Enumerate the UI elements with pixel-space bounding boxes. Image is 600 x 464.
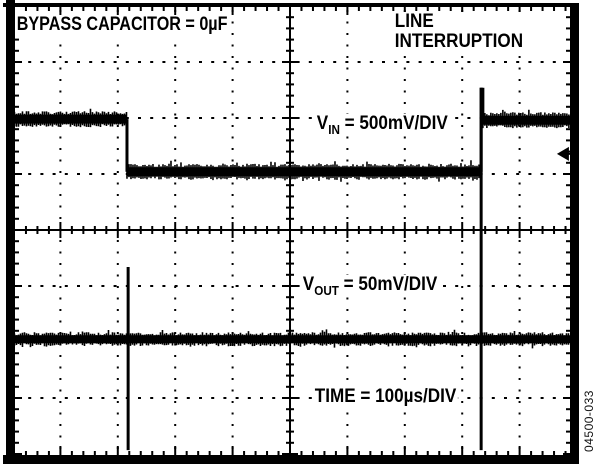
grid-division-lines <box>16 10 569 452</box>
label-time-scale: TIME = 100µs/DIV <box>313 386 459 407</box>
figure-number: 04500-033 <box>582 390 596 452</box>
center-axes <box>15 7 570 455</box>
label-vout-symbol: V <box>302 274 315 295</box>
label-vout-scale: VOUT = 50mV/DIV <box>301 274 440 298</box>
label-vin-subscript: IN <box>328 121 340 137</box>
screen-border <box>3 0 579 464</box>
label-vin-symbol: V <box>316 113 329 134</box>
trace-vout <box>13 87 571 451</box>
label-vin-value: = 500mV/DIV <box>339 113 448 134</box>
annotation-bypass-capacitor: BYPASS CAPACITOR = 0µF <box>15 14 230 35</box>
annotation-line-interruption-line2: INTERRUPTION <box>394 31 524 52</box>
label-vout-value: = 50mV/DIV <box>338 274 438 295</box>
label-vout-subscript: OUT <box>314 282 339 298</box>
border-tick-rulers <box>15 7 570 455</box>
annotation-line-interruption: LINE INTERRUPTION <box>393 12 525 52</box>
label-vin-scale: VIN = 500mV/DIV <box>315 113 450 137</box>
trace-vin <box>13 87 571 182</box>
level-marker-arrow-icon <box>556 146 573 161</box>
annotation-line-interruption-line1: LINE <box>394 11 434 32</box>
